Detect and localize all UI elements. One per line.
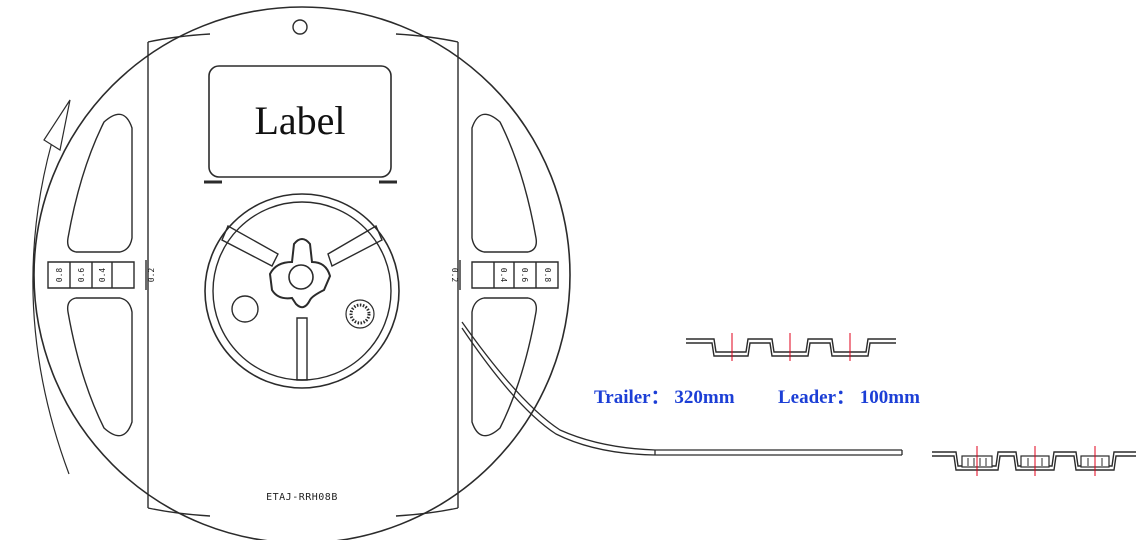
tape-strip xyxy=(461,321,903,456)
reel-right-flange-bottom xyxy=(395,507,459,517)
trailer-length-text: Trailer： 320mm xyxy=(594,387,735,408)
reel-outer-rim xyxy=(33,6,571,544)
hub-drive-hole xyxy=(231,295,259,323)
reel-model-code: ETAJ-RRH08B xyxy=(266,492,338,503)
hub-arbor-star xyxy=(268,238,332,309)
right-mark-0.6: 0.6 xyxy=(520,268,529,283)
left-mark-0.6: 0.6 xyxy=(77,268,86,283)
left-mark-0.2: 0.2 xyxy=(147,268,156,283)
hub-spoke-left xyxy=(221,225,279,267)
rotation-arrow-arc xyxy=(32,127,70,475)
tape-lower-edge xyxy=(461,327,902,456)
right-mark-0.8: 0.8 xyxy=(543,268,552,283)
reel-hub-outer xyxy=(204,193,400,389)
empty-carrier-tape xyxy=(686,333,896,361)
reel-hub-inner xyxy=(212,201,392,381)
reel-left-lower-window xyxy=(66,297,133,437)
tape-upper-edge xyxy=(461,321,902,451)
reel-left-flange-top xyxy=(147,33,211,43)
hub-arbor-hole xyxy=(288,264,314,290)
loaded-carrier-tape xyxy=(932,446,1136,476)
right-mark-0.4: 0.4 xyxy=(499,268,508,283)
leader-length-text: Leader： 100mm xyxy=(778,387,920,408)
empty-tape-profile xyxy=(686,338,896,353)
hub-date-wheel xyxy=(345,299,375,329)
reel-right-upper-window xyxy=(471,113,538,253)
hub-spoke-bottom xyxy=(296,317,308,381)
right-mark-0.2: 0.2 xyxy=(450,268,459,283)
label-box-text: Label xyxy=(254,98,345,143)
left-mark-0.8: 0.8 xyxy=(55,268,64,283)
reel-top-hole xyxy=(292,19,308,35)
reel-left-flange-bottom xyxy=(147,507,211,517)
hub-spoke-right xyxy=(327,224,383,267)
reel-left-scale-tab xyxy=(47,261,135,289)
left-mark-0.4: 0.4 xyxy=(98,268,107,283)
rotation-arrow-head xyxy=(43,99,71,151)
reel-right-flange-top xyxy=(395,33,459,43)
reel-drawing xyxy=(32,6,571,544)
reel-right-lower-window xyxy=(471,297,538,437)
reel-right-scale-tab xyxy=(471,261,559,289)
label-box xyxy=(208,65,392,178)
reel-left-upper-window xyxy=(66,113,133,253)
